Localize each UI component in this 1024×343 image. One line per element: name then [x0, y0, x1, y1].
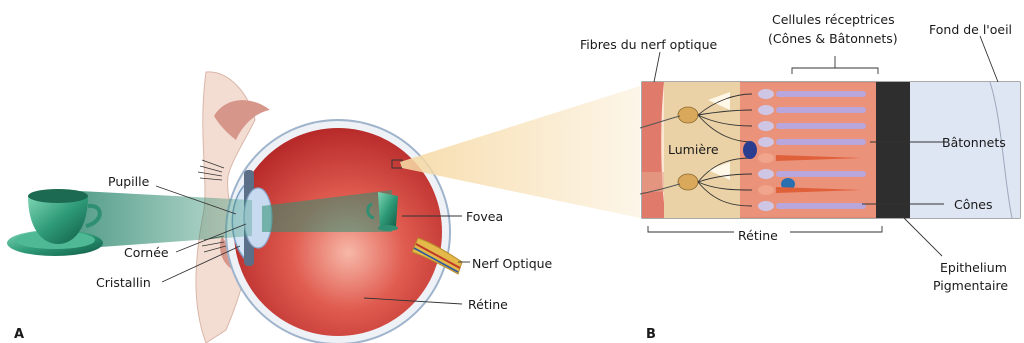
eye-illustration: [7, 72, 462, 343]
label-retine-section: Rétine: [738, 228, 778, 243]
panel-label-a: A: [14, 327, 24, 342]
photoreceptor-layer: [740, 82, 876, 218]
label-batonnets: Bâtonnets: [942, 135, 1006, 150]
label-nerf-optique: Nerf Optique: [472, 256, 553, 271]
label-pupille: Pupille: [108, 174, 150, 189]
label-epithelium-2: Pigmentaire: [933, 278, 1008, 293]
label-fovea: Fovea: [466, 209, 503, 224]
pigment-epithelium: [876, 82, 910, 218]
label-fibres: Fibres du nerf optique: [580, 37, 717, 52]
label-cristallin: Cristallin: [96, 275, 151, 290]
label-fond: Fond de l'oeil: [929, 22, 1012, 37]
label-cones: Cônes: [954, 197, 993, 212]
label-retine-eye: Rétine: [468, 297, 508, 312]
label-cellules-1: Cellules réceptrices: [772, 12, 895, 27]
bipolar-cell: [743, 141, 757, 159]
label-lumiere: Lumière: [668, 142, 719, 157]
label-epithelium-1: Epithelium: [940, 260, 1007, 275]
label-cornee: Cornée: [124, 245, 169, 260]
panel-label-b: B: [646, 327, 656, 342]
label-cellules-2: (Cônes & Bâtonnets): [768, 31, 898, 46]
